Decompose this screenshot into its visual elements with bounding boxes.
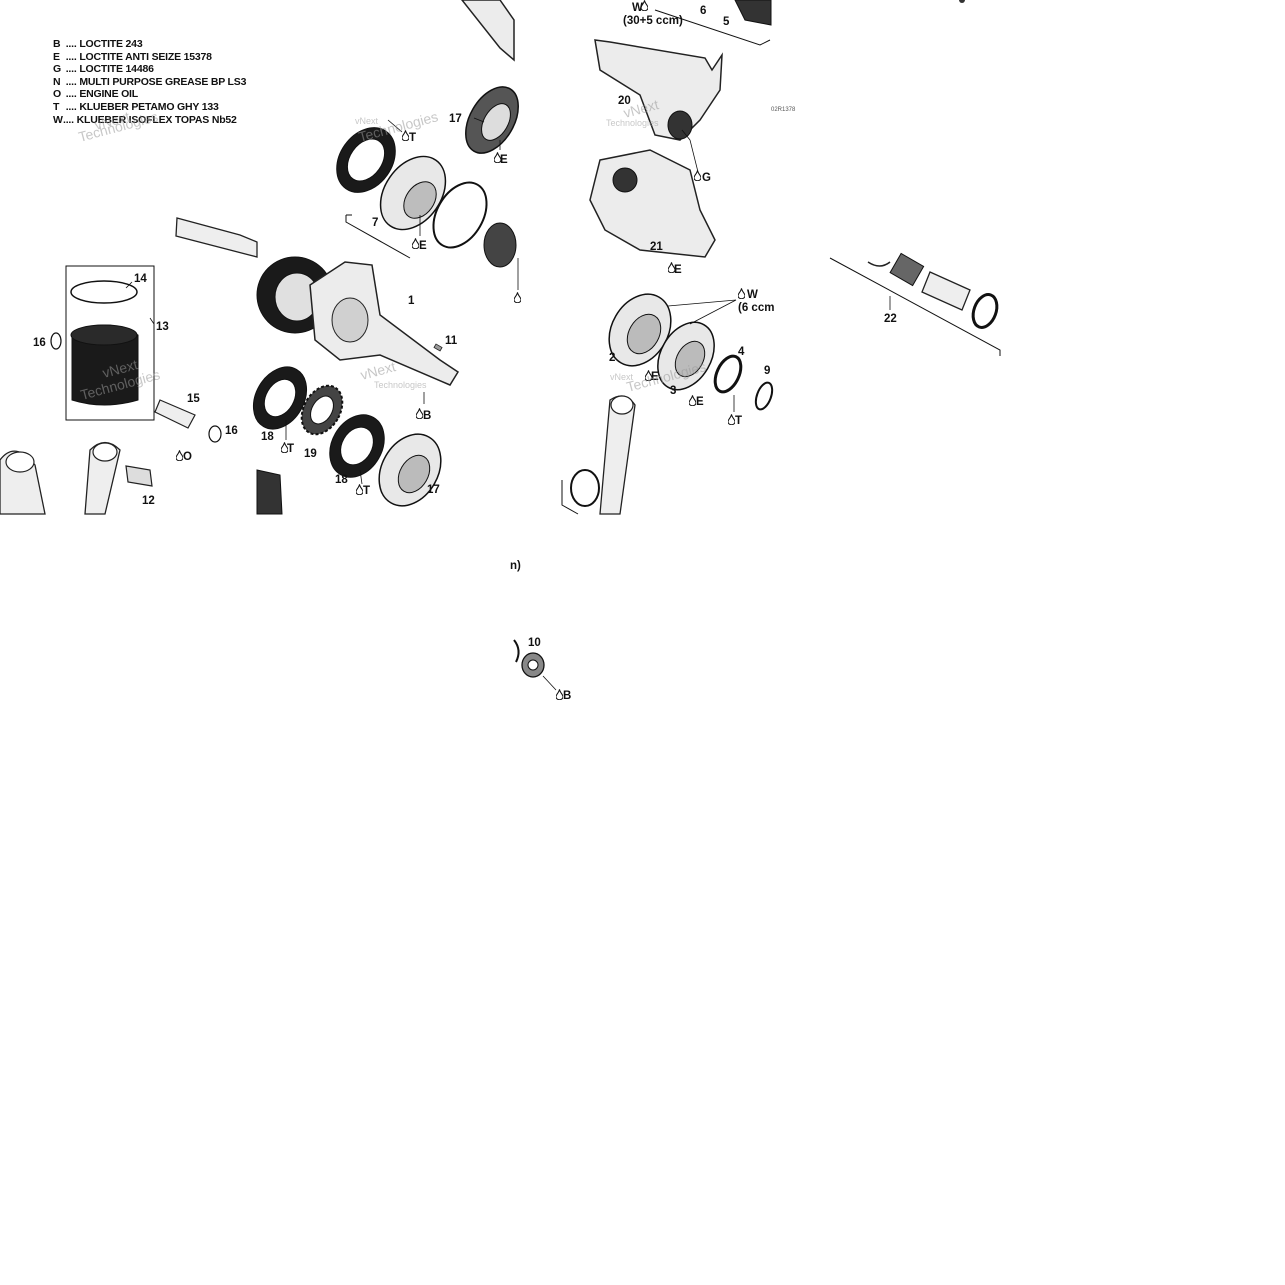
watermark-text: vNext bbox=[355, 116, 379, 126]
lube-t: T bbox=[409, 132, 416, 144]
lube-t: T bbox=[363, 485, 370, 497]
lube-w-mid-qty: (6 ccm bbox=[738, 302, 774, 314]
callout-17: 17 bbox=[427, 484, 440, 496]
lube-e: E bbox=[696, 396, 704, 408]
callout-2: 2 bbox=[609, 352, 615, 364]
drop-icon bbox=[416, 408, 423, 419]
callout-10: 10 bbox=[528, 637, 541, 649]
callout-19: 19 bbox=[304, 448, 317, 460]
lube-w-top-qty: (30+5 ccm) bbox=[623, 15, 683, 27]
lube-w-top: W bbox=[632, 2, 643, 14]
callout-5: 5 bbox=[723, 16, 730, 28]
lube-e: E bbox=[651, 371, 659, 383]
tile-pin-bearing bbox=[829, 252, 1001, 356]
callout-16: 16 bbox=[33, 337, 46, 349]
callout-16: 16 bbox=[225, 425, 238, 437]
legend-row-e: E .... LOCTITE ANTI SEIZE 15378 bbox=[53, 50, 212, 63]
callout-20: 20 bbox=[618, 95, 631, 107]
callout-6: 6 bbox=[700, 5, 706, 17]
lube-e: E bbox=[419, 240, 427, 252]
drop-icon bbox=[176, 450, 183, 461]
lube-b: B bbox=[563, 690, 571, 702]
tile-crank-halves bbox=[589, 0, 772, 258]
tile-bearings bbox=[517, 258, 774, 515]
callout-1: 1 bbox=[408, 295, 415, 307]
lube-w-mid: W bbox=[747, 289, 758, 301]
lube-t: T bbox=[287, 443, 294, 455]
callout-11: 11 bbox=[445, 335, 458, 347]
drawing-id-label: 02R1378 bbox=[771, 107, 796, 113]
drop-icon bbox=[689, 395, 696, 406]
lube-fragment: n) bbox=[510, 560, 521, 572]
callout-22: 22 bbox=[884, 313, 897, 325]
legend-row-t: T .... KLUEBER PETAMO GHY 133 bbox=[53, 100, 219, 113]
legend-row-n: N .... MULTI PURPOSE GREASE BP LS3 bbox=[53, 75, 247, 88]
tile-piston bbox=[0, 265, 222, 515]
drop-icon bbox=[556, 689, 563, 700]
lube-o: O bbox=[183, 451, 192, 463]
lube-b: B bbox=[423, 410, 431, 422]
watermark-text: Technologies bbox=[357, 108, 440, 145]
tile-crankshaft bbox=[252, 256, 460, 515]
lube-e: E bbox=[674, 264, 682, 276]
legend-row-w: W.... KLUEBER ISOFLEX TOPAS Nb52 bbox=[53, 113, 237, 126]
part-callouts: 1 2 3 4 5 6 7 9 10 11 12 13 14 15 16 16 … bbox=[33, 5, 897, 649]
watermark-text: vNext bbox=[610, 372, 634, 382]
callout-12: 12 bbox=[142, 495, 155, 507]
callout-13: 13 bbox=[156, 321, 169, 333]
drop-icon bbox=[412, 238, 419, 249]
watermark-text: Technologies bbox=[606, 118, 659, 128]
legend-row-g: G .... LOCTITE 14486 bbox=[53, 63, 154, 76]
drop-icon bbox=[728, 414, 735, 425]
callout-21: 21 bbox=[650, 241, 663, 253]
lube-e: E bbox=[500, 154, 508, 166]
callout-17: 17 bbox=[449, 113, 462, 125]
lube-g: G bbox=[702, 172, 711, 184]
lubricant-letters: W (30+5 ccm) T E E G E O B T T W (6 ccm … bbox=[183, 2, 774, 702]
drop-icon bbox=[514, 292, 521, 303]
callout-7: 7 bbox=[372, 217, 378, 229]
lube-t: T bbox=[735, 415, 742, 427]
callout-14: 14 bbox=[134, 273, 147, 285]
tile-fragment-top-right: 02R1378 bbox=[771, 0, 965, 113]
legend-row-o: O .... ENGINE OIL bbox=[53, 88, 138, 101]
drop-icon bbox=[694, 170, 701, 181]
watermark-text: Technologies bbox=[374, 380, 427, 390]
lubricant-legend: B .... LOCTITE 243 E .... LOCTITE ANTI S… bbox=[53, 38, 246, 126]
tile-top-seals bbox=[175, 0, 519, 268]
drop-icon bbox=[738, 288, 745, 299]
callout-3: 3 bbox=[670, 385, 676, 397]
callout-9: 9 bbox=[764, 365, 770, 377]
drop-icon bbox=[356, 484, 363, 495]
callout-4: 4 bbox=[738, 346, 745, 358]
callout-18: 18 bbox=[335, 474, 348, 486]
callout-15: 15 bbox=[187, 393, 200, 405]
legend-row-b: B .... LOCTITE 243 bbox=[53, 38, 143, 50]
tile-fragment-bottom bbox=[513, 639, 557, 691]
callout-18: 18 bbox=[261, 431, 274, 443]
